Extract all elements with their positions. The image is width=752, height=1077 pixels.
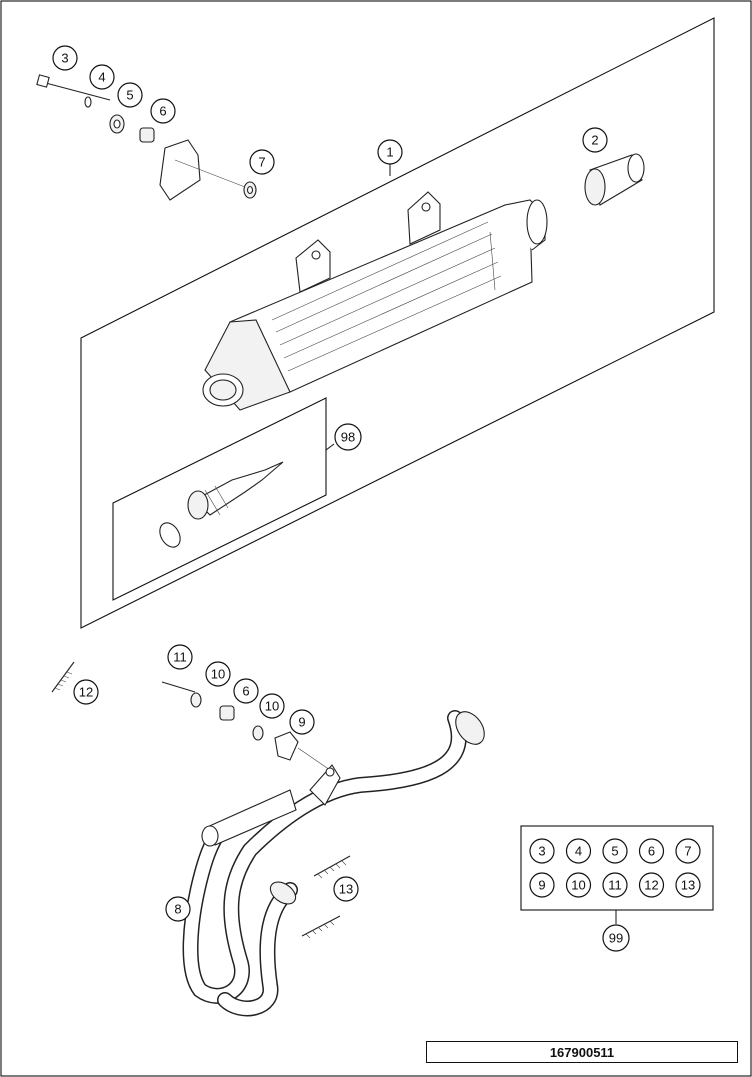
svg-text:8: 8 <box>174 902 181 917</box>
callout-5: 5 <box>117 82 143 108</box>
kit-99-item-label: 7 <box>684 844 691 859</box>
reference-number: 167900511 <box>549 1044 615 1060</box>
svg-text:4: 4 <box>98 70 105 85</box>
kit-99-item-label: 12 <box>644 878 658 893</box>
callout-1: 1 <box>377 139 403 165</box>
kit-99-item-label: 11 <box>608 878 622 893</box>
header-pipe <box>182 710 485 1017</box>
callout-11: 11 <box>167 644 193 670</box>
callout-3: 3 <box>52 45 78 71</box>
kit-99-item-5: 5 <box>602 838 628 864</box>
callout-9: 9 <box>289 709 315 735</box>
svg-text:3: 3 <box>61 51 68 66</box>
kit-99-item-label: 4 <box>575 844 582 859</box>
silencer-muffler <box>202 191 548 411</box>
svg-text:99: 99 <box>609 931 623 946</box>
insert-o-ring <box>159 522 181 548</box>
svg-text:12: 12 <box>79 685 93 700</box>
kit-99-item-12: 12 <box>638 872 665 898</box>
callout-10-upper: 10 <box>205 661 231 687</box>
svg-text:10: 10 <box>265 699 279 714</box>
springs-13 <box>301 855 351 939</box>
svg-text:2: 2 <box>591 133 598 148</box>
kit-99-part-list: 3 4 5 6 7 9 10 11 12 13 <box>529 838 701 898</box>
kit-99-item-4: 4 <box>565 838 592 864</box>
reference-number-box: 167900511 <box>426 1041 738 1063</box>
callout-13: 13 <box>333 876 359 902</box>
spring-12 <box>51 661 75 693</box>
kit-99-item-label: 3 <box>538 844 545 859</box>
kit-99-item-label: 13 <box>681 878 695 893</box>
svg-text:98: 98 <box>341 430 355 445</box>
callout-12: 12 <box>73 679 99 705</box>
svg-text:13: 13 <box>339 882 353 897</box>
callout-6: 6 <box>150 98 176 124</box>
leader-98 <box>325 443 335 451</box>
kit-99-item-6: 6 <box>638 838 665 864</box>
kit-99-item-13: 13 <box>675 872 701 898</box>
svg-text:10: 10 <box>211 667 225 682</box>
kit-99-item-label: 5 <box>611 844 618 859</box>
silencer-mount-hardware <box>36 74 257 201</box>
callout-99: 99 <box>602 924 630 952</box>
svg-text:1: 1 <box>386 145 393 160</box>
silencer-assembly-frame <box>80 17 715 629</box>
kit-99-item-label: 9 <box>538 878 545 893</box>
svg-text:6: 6 <box>159 104 166 119</box>
kit-99-item-label: 6 <box>648 844 655 859</box>
kit-99-item-3: 3 <box>529 838 555 864</box>
kit-99-item-label: 10 <box>571 878 585 893</box>
callout-7: 7 <box>249 149 275 175</box>
svg-text:9: 9 <box>298 715 305 730</box>
kit-99-item-7: 7 <box>675 838 701 864</box>
callout-2: 2 <box>582 127 608 153</box>
svg-text:6: 6 <box>242 684 249 699</box>
spark-arrestor-insert <box>187 461 284 520</box>
kit-99-item-11: 11 <box>602 872 628 898</box>
callout-4: 4 <box>89 64 115 90</box>
callout-6-lower: 6 <box>233 678 259 704</box>
sleeve-ring <box>584 153 645 206</box>
insert-kit-frame <box>112 397 327 601</box>
callout-8: 8 <box>165 896 191 922</box>
svg-text:7: 7 <box>258 155 265 170</box>
kit-99-item-9: 9 <box>529 872 555 898</box>
kit-99-frame <box>520 825 714 911</box>
callout-10-lower: 10 <box>259 693 285 719</box>
callout-98: 98 <box>334 423 362 451</box>
header-mount-hardware <box>161 681 331 771</box>
svg-text:11: 11 <box>173 650 187 665</box>
kit-99-item-10: 10 <box>565 872 592 898</box>
svg-text:5: 5 <box>126 88 133 103</box>
